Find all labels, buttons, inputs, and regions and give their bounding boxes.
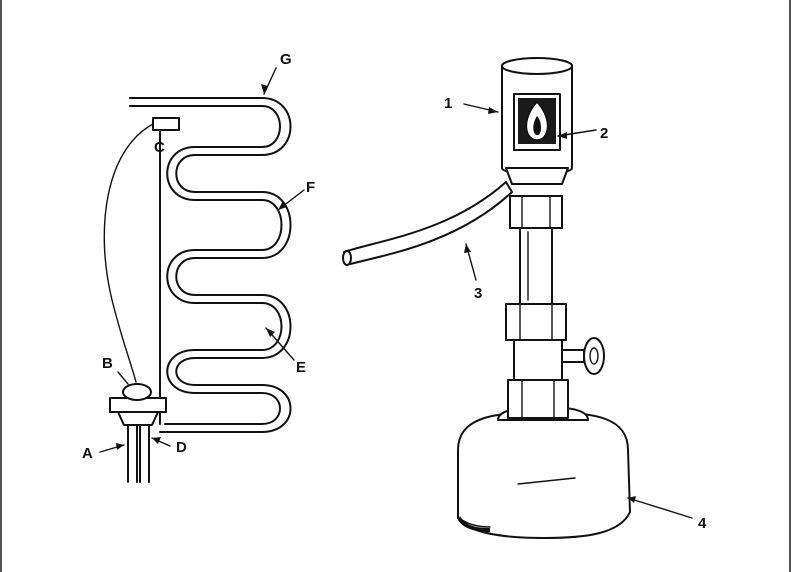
- label-f: F: [306, 179, 315, 196]
- head-top-rim: [501, 57, 573, 75]
- flame-core: [533, 116, 541, 136]
- barrel-tube: [519, 227, 553, 305]
- label-2: 2: [600, 125, 608, 142]
- label-b: B: [102, 355, 113, 372]
- label-d: D: [176, 439, 187, 456]
- gas-hose: [343, 181, 513, 265]
- arrowhead-g: [261, 84, 268, 94]
- left-leaders: [99, 67, 305, 453]
- label-1: 1: [444, 95, 452, 112]
- lower-nut-facets: [521, 379, 555, 419]
- label-c: C: [154, 139, 165, 156]
- collar-facets: [521, 195, 551, 229]
- valve-stem: [561, 349, 585, 363]
- head-neck: [505, 167, 569, 185]
- valve-knob-center: [589, 347, 599, 365]
- arrowhead-3: [464, 244, 471, 253]
- upper-hex-nut: [505, 303, 567, 341]
- base-foot-dark: [458, 516, 490, 532]
- burner-base: [457, 411, 631, 539]
- top-collar: [509, 195, 563, 229]
- right-leaders: [463, 103, 693, 519]
- label-4: 4: [698, 515, 707, 532]
- upper-nut-facets: [519, 303, 553, 341]
- label-a: A: [82, 445, 93, 462]
- part-c-block: [152, 117, 180, 131]
- arrowhead-d: [152, 437, 161, 444]
- hose-end: [342, 250, 352, 266]
- lower-hex-nut: [507, 379, 569, 419]
- base-highlight: [517, 477, 576, 485]
- part-b-base: [117, 411, 159, 426]
- arrowhead-a: [116, 443, 124, 450]
- burner: [342, 57, 631, 539]
- wire-c-to-b: [103, 123, 154, 383]
- label-e: E: [296, 359, 306, 376]
- arrowhead-1: [488, 107, 498, 114]
- valve-knob: [583, 337, 605, 375]
- leader-4: [627, 497, 693, 519]
- leader-b: [117, 371, 129, 385]
- middle-body: [513, 339, 563, 381]
- arrowhead-4: [628, 496, 636, 503]
- arrowhead-e: [266, 328, 275, 337]
- serpentine-coil: [103, 97, 292, 483]
- label-3: 3: [474, 285, 482, 302]
- label-g: G: [280, 51, 292, 68]
- arrowhead-2: [558, 132, 567, 139]
- coil-outer-outline: [159, 97, 292, 433]
- part-b-cap: [122, 383, 152, 401]
- coil-inner-outline: [164, 105, 283, 425]
- arrowhead-f: [278, 201, 287, 210]
